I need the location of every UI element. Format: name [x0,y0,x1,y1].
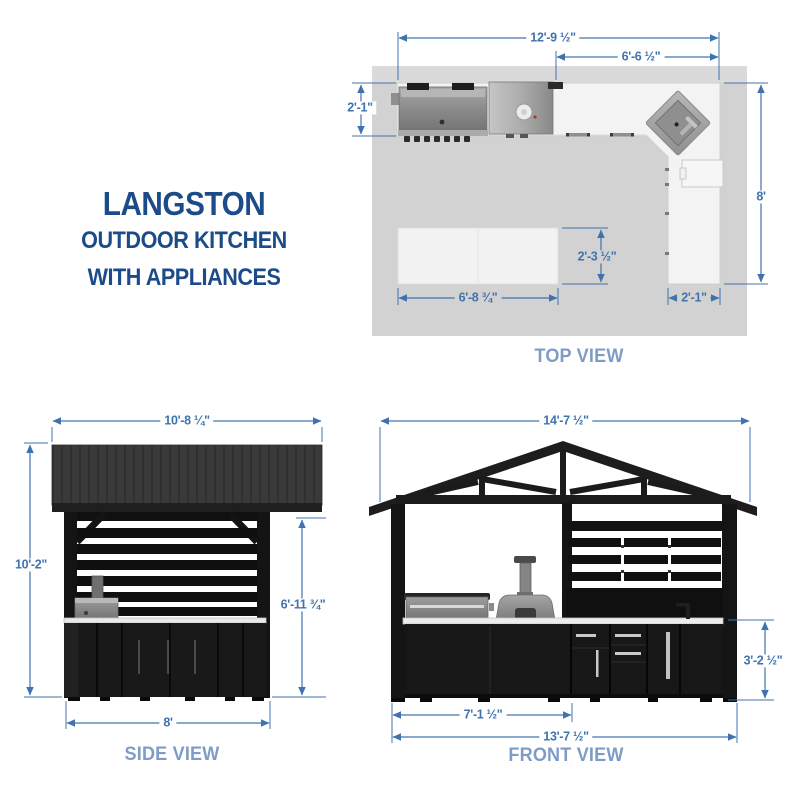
front-louvers [566,521,724,619]
counter-edge-detail [566,133,669,255]
pizza-oven-icon [493,556,558,622]
side-shelf-top [679,159,724,188]
front-cabinets [391,624,737,702]
front-post-middle [562,503,572,619]
product-title-line3: WITH APPLIANCES [87,264,281,291]
front-view-diagram [369,417,774,743]
island-counter-top [397,227,559,285]
dim-front-counter-height: 3'-2 ½" [739,654,787,668]
dim-top-overall-width: 12'-9 ½" [526,31,580,45]
side-louvers [77,528,257,616]
dim-front-left-run-width: 7'-1 ½" [459,708,507,722]
faucet-icon [676,603,690,619]
dim-top-island-depth: 2'-3 ½" [573,250,621,264]
roof-truss [419,449,707,498]
side-cabinets [64,623,266,701]
side-view-extension-lines [24,427,326,729]
product-title-line1: LANGSTON [102,185,266,222]
dim-top-island-width: 6'-8 ¾" [454,291,502,305]
front-countertop [402,617,724,625]
dim-side-overall-height: 10'-2" [10,558,52,572]
dim-top-counter-depth: 2'-1" [343,101,377,115]
dim-side-clearance-height: 6'-11 ¾" [276,598,330,612]
caption-top-view: TOP VIEW [534,346,624,367]
front-view-extension-lines [379,427,774,743]
sink-icon [645,90,711,156]
front-post-left [391,504,405,698]
dim-side-roof-width: 10'-8 ¼" [160,414,214,428]
dim-front-base-width: 13'-7 ½" [539,730,593,744]
side-view-diagram [24,417,326,729]
dim-side-base-width: 8' [159,716,177,730]
grill-side-icon [74,597,119,622]
dim-top-side-length: 8' [752,190,770,204]
dim-front-roof-width: 14'-7 ½" [539,414,593,428]
caption-front-view: FRONT VIEW [508,745,624,766]
front-post-right [722,504,737,698]
top-view-extension-lines [352,32,768,305]
dim-top-right-section-width: 6'-6 ½" [617,50,665,64]
product-title: LANGSTON OUTDOOR KITCHEN WITH APPLIANCES [76,187,292,303]
griddle-top-icon [488,81,563,138]
product-title-line2: OUTDOOR KITCHEN [81,227,287,254]
dim-top-rear-counter-width: 2'-1" [677,291,711,305]
caption-side-view: SIDE VIEW [124,744,220,765]
grill-top-icon [391,83,488,142]
side-roof [51,444,323,506]
top-view-diagram [352,32,768,336]
side-countertop [63,617,267,624]
